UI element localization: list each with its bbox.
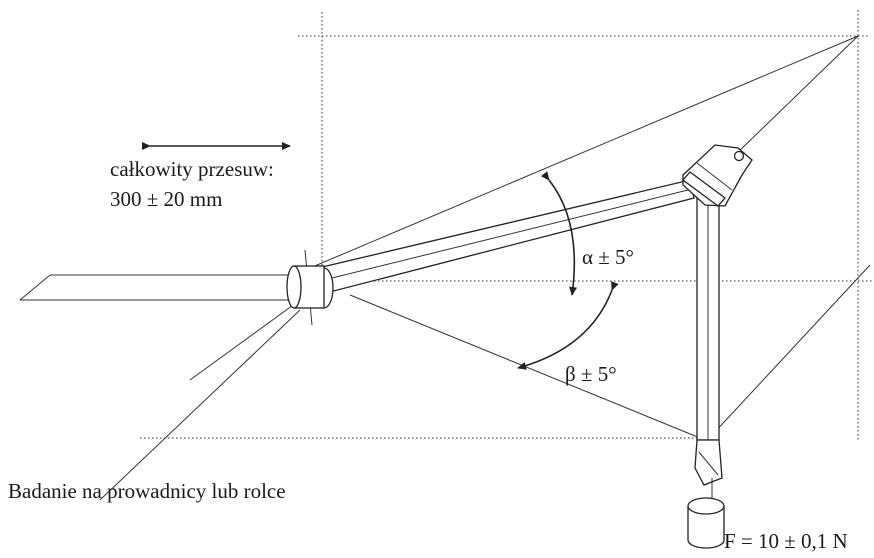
guide-lines [19,35,871,501]
sleeve-bearing [286,249,334,326]
travel-label-line2: 300 ± 20 mm [110,187,222,211]
alpha-angle-arrow [540,171,578,296]
travel-label-line1: całkowity przesuw: [110,157,274,181]
caption: Badanie na prowadnicy lub rolce [8,479,286,503]
pulley-head [682,144,753,207]
diagonal-arm [317,179,695,295]
beta-angle-arrow [517,281,619,370]
beta-label: β ± 5° [565,362,617,386]
bottom-connector [694,439,723,505]
force-label: F = 10 ± 0,1 N [724,529,848,553]
weight-cylinder [687,497,725,549]
alpha-label: α ± 5° [582,245,634,269]
vertical-rod [696,189,720,441]
construction-lines [140,10,872,440]
